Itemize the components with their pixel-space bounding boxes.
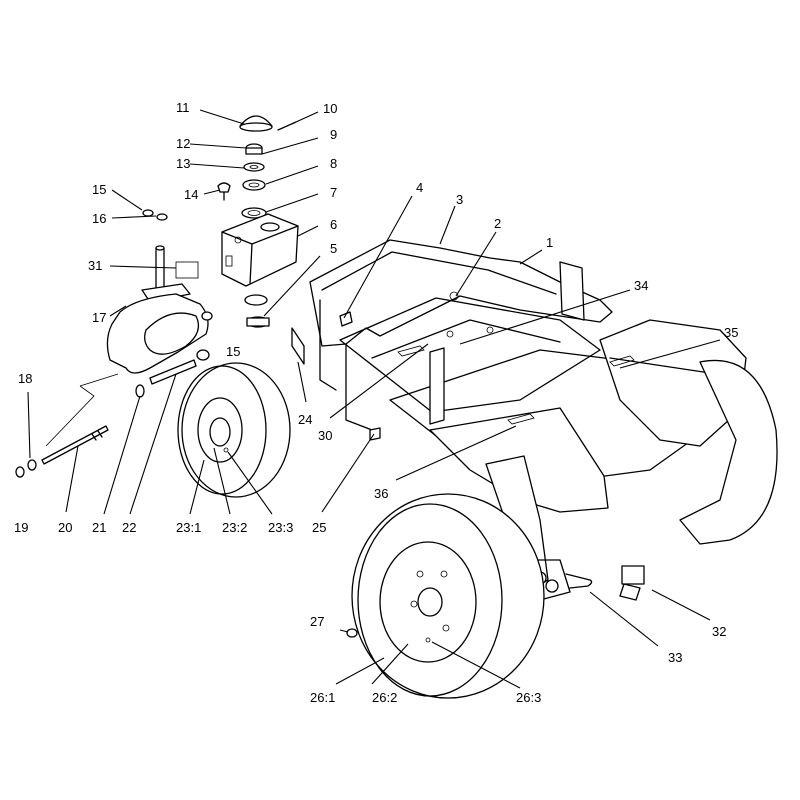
spacer-washer-part [156, 213, 210, 361]
dust-cap-part [239, 115, 273, 132]
callout-2: 2 [494, 216, 501, 231]
bearing-upper-part [242, 179, 266, 191]
callout-3: 3 [456, 192, 463, 207]
callout-32: 32 [712, 624, 726, 639]
callout-26-2: 26:2 [372, 690, 397, 705]
callout-27: 27 [310, 614, 324, 629]
caster-fork-part [106, 245, 209, 374]
locknut-part [142, 209, 213, 321]
caster-wheel-part [177, 362, 291, 498]
callout-12: 12 [176, 136, 190, 151]
callout-23-1: 23:1 [176, 520, 201, 535]
caster-housing-part [221, 213, 299, 287]
callout-25: 25 [312, 520, 326, 535]
clevis-pin-part [619, 565, 645, 601]
callout-23-3: 23:3 [268, 520, 293, 535]
callout-labels: 11 10 12 9 13 8 14 7 15 16 6 5 31 17 15 … [14, 100, 738, 705]
callout-31: 31 [88, 258, 102, 273]
slotted-nut-part [245, 143, 263, 155]
callout-26-1: 26:1 [310, 690, 335, 705]
callout-9: 9 [330, 127, 337, 142]
callout-21: 21 [92, 520, 106, 535]
callout-5: 5 [330, 241, 337, 256]
callout-19: 19 [14, 520, 28, 535]
callout-34: 34 [634, 278, 648, 293]
callout-20: 20 [58, 520, 72, 535]
callout-8: 8 [330, 156, 337, 171]
bearing-cup-part [241, 207, 267, 219]
callout-23-2: 23:2 [222, 520, 247, 535]
rear-tire-right-part [679, 359, 778, 545]
grease-fitting-part [217, 182, 231, 201]
callout-16: 16 [92, 211, 106, 226]
callout-22: 22 [122, 520, 136, 535]
callout-15-bottom: 15 [226, 344, 240, 359]
washer-part [243, 162, 265, 172]
callout-14: 14 [184, 187, 198, 202]
callout-17: 17 [92, 310, 106, 325]
callout-36: 36 [374, 486, 388, 501]
callout-10: 10 [323, 101, 337, 116]
axle-washer-part [135, 384, 145, 398]
spacer-tube-part [149, 359, 197, 385]
callout-4: 4 [416, 180, 423, 195]
rear-wheel-part [351, 493, 545, 699]
callout-30: 30 [318, 428, 332, 443]
lug-nut-part [346, 628, 358, 638]
axle-nut-part [15, 459, 37, 478]
callout-35: 35 [724, 325, 738, 340]
main-frame-part [309, 239, 747, 601]
decal-part [291, 327, 305, 365]
callout-24: 24 [298, 412, 312, 427]
callout-33: 33 [668, 650, 682, 665]
callout-1: 1 [546, 235, 553, 250]
callout-6: 6 [330, 217, 337, 232]
axle-bolt-part [41, 425, 109, 465]
callout-15-top: 15 [92, 182, 106, 197]
leader-lines [27, 109, 721, 689]
callout-13: 13 [176, 156, 190, 171]
callout-26-3: 26:3 [516, 690, 541, 705]
callout-18: 18 [18, 371, 32, 386]
hairpin-part [565, 573, 593, 589]
cotter-pin-part [277, 121, 297, 131]
bearing-lower-part [244, 294, 270, 328]
callout-7: 7 [330, 185, 337, 200]
callout-11: 11 [176, 100, 190, 115]
